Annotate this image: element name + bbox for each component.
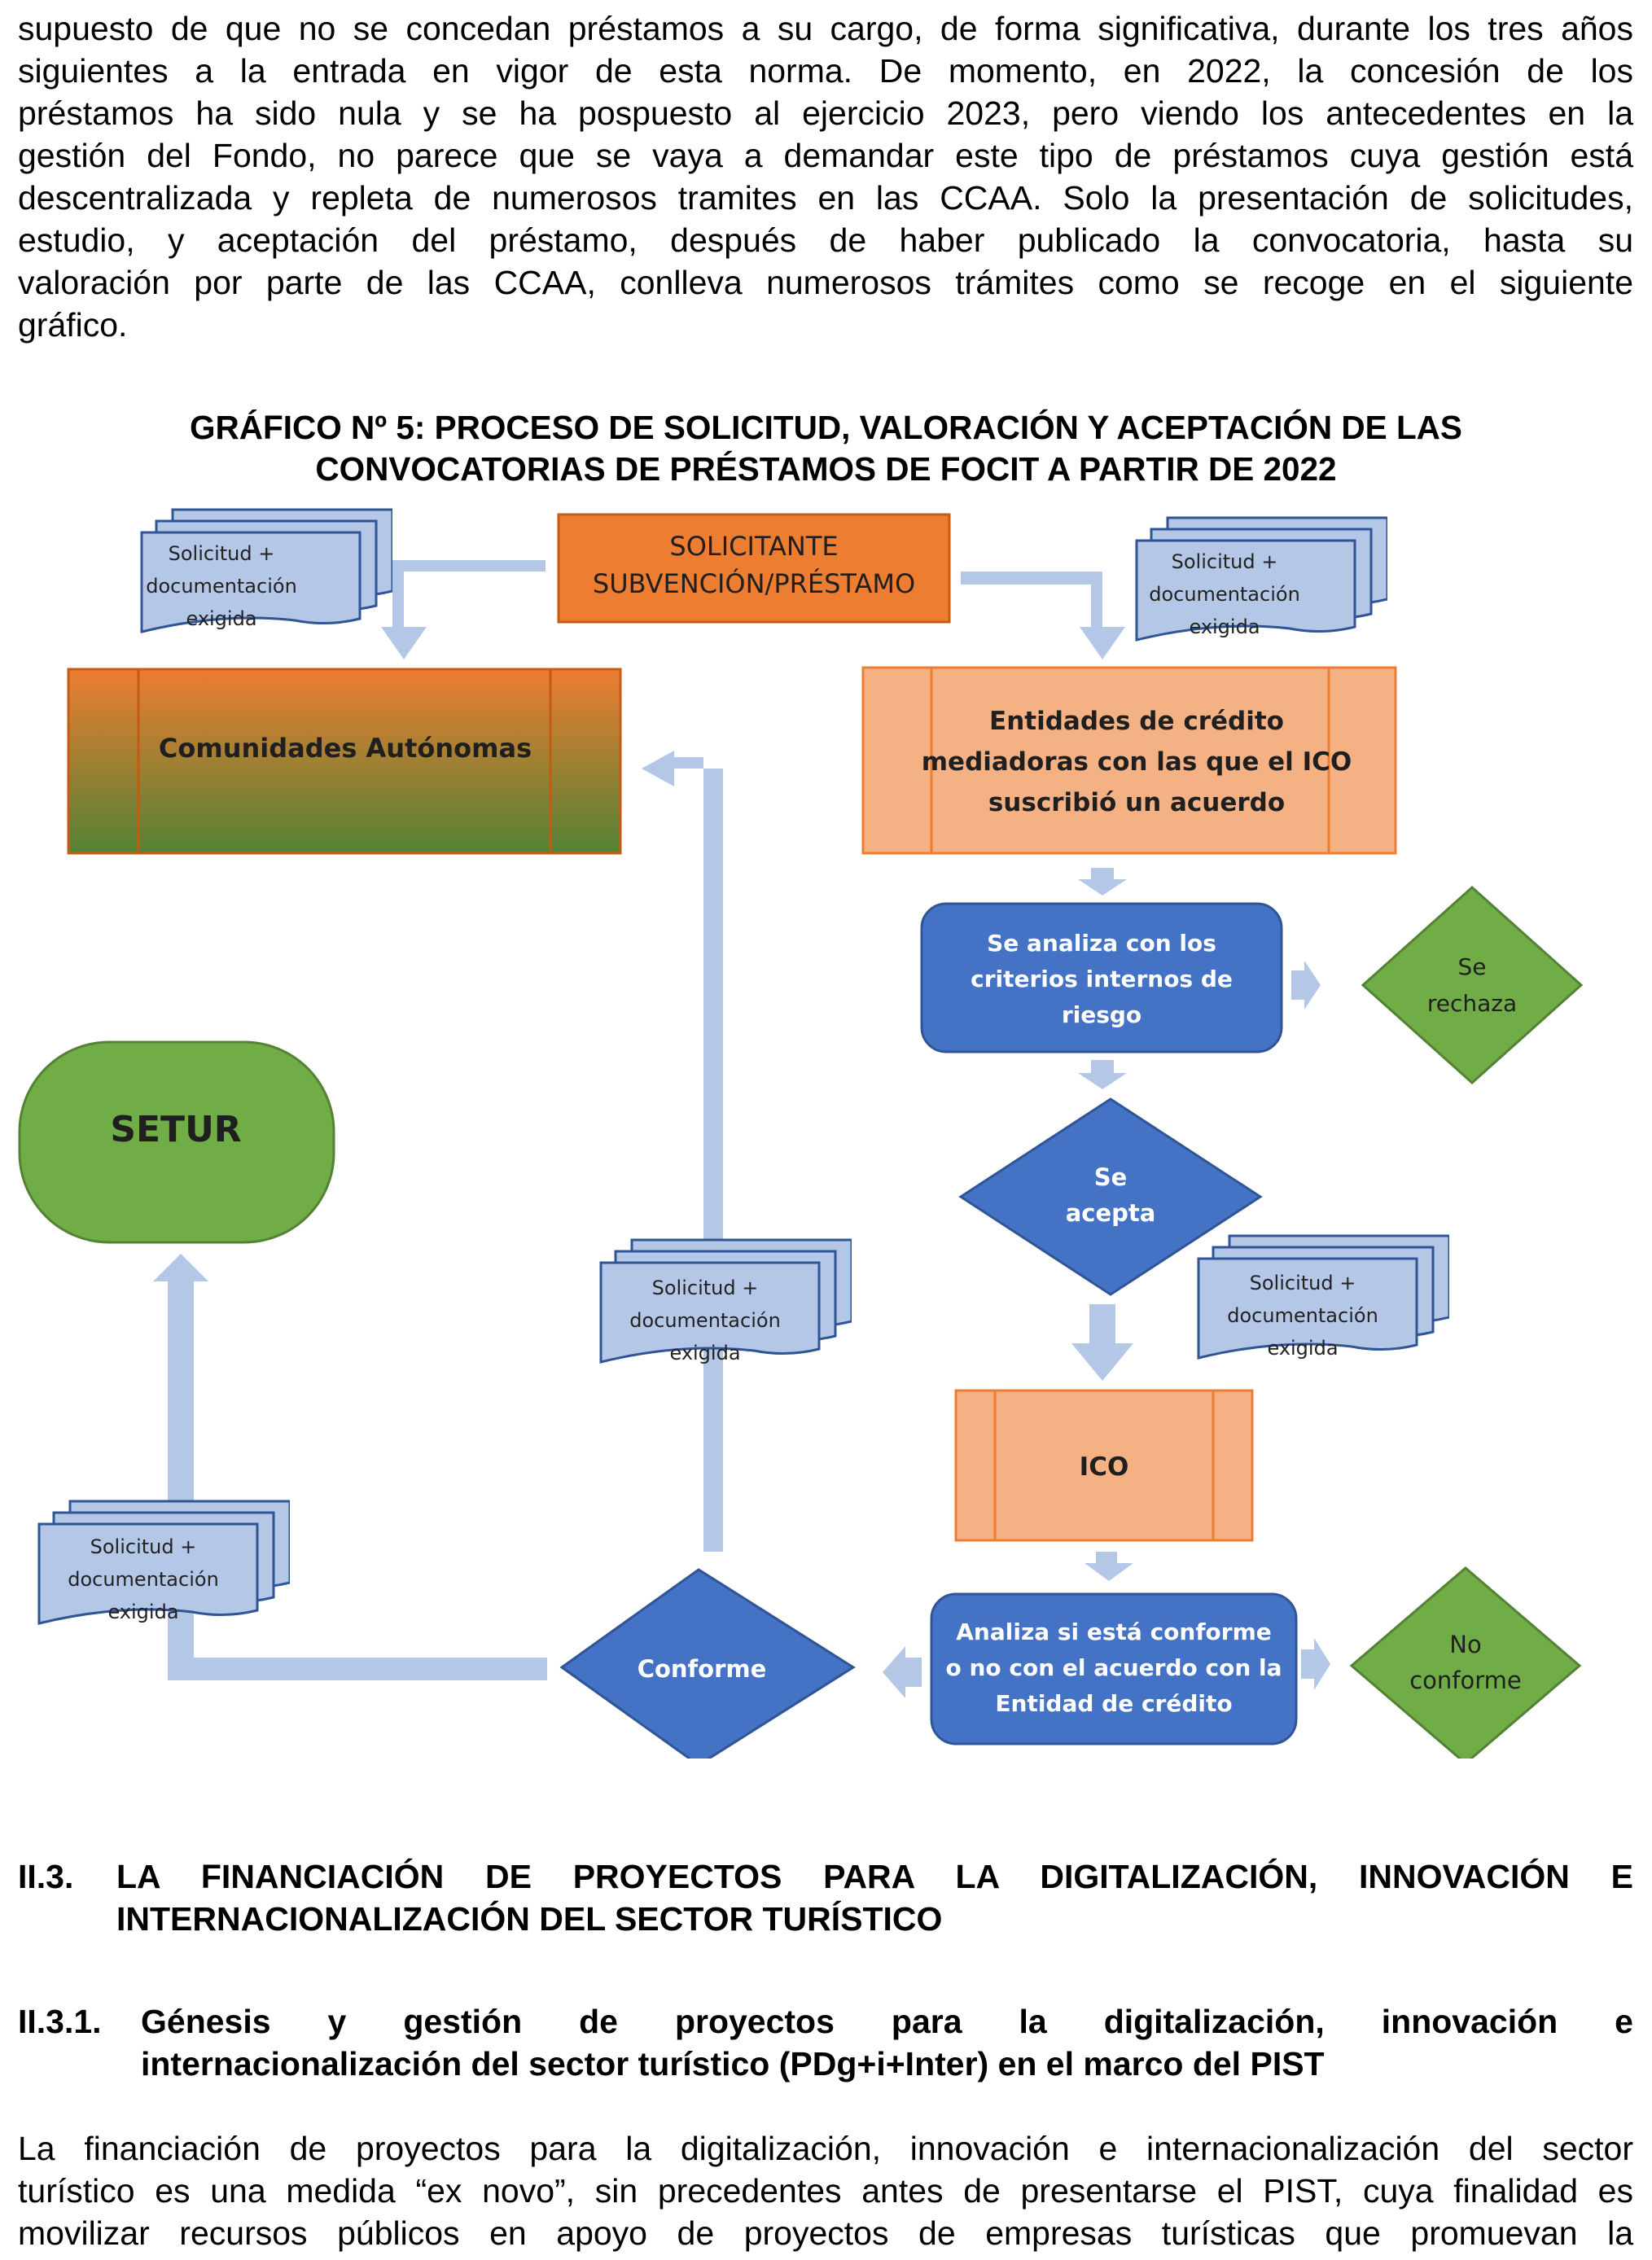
body-line: movilizar recursos públicos en apoyo de … [18,2214,1633,2252]
intro-line: préstamos ha sido nula y se ha pospuesto… [18,94,1633,132]
intro-line: descentralizada y repleta de numerosos t… [18,179,1633,217]
acepta-line1: Se [1094,1163,1128,1191]
doc-stack-right: Solicitud + documentación exigida [1197,1234,1449,1360]
rechaza-line1: Se [1458,953,1487,980]
intro-line: siguientes a la entrada en vigor de esta… [18,52,1633,90]
analiza-conforme-line3: Entidad de crédito [995,1690,1232,1717]
section-title-line: internacionalización del sector turístic… [141,2045,1325,2083]
analiza-riesgo-line2: criterios internos de [971,966,1233,992]
doc-text: documentación [1149,583,1300,606]
doc-text: exigida [186,607,256,630]
solicitante-label-line2: SUBVENCIÓN/PRÉSTAMO [593,567,915,599]
section-number: II.3.1. [18,2003,102,2040]
doc-stack-bottom-left: Solicitud + documentación exigida [37,1500,290,1625]
body-line: La financiación de proyectos para la dig… [18,2130,1633,2167]
connector-arrows [153,560,1330,1698]
analiza-conforme-line1: Analiza si está conforme [956,1618,1272,1645]
analiza-conforme-line2: o no con el acuerdo con la [945,1654,1282,1681]
noconforme-diamond: No conforme [1349,1566,1582,1759]
ccaa-box: Comunidades Autónomas [67,668,622,855]
doc-text: exigida [107,1601,178,1623]
entidades-label-line1: Entidades de crédito [989,707,1284,736]
solicitante-label-line1: SOLICITANTE [669,531,838,562]
arrow-down-2 [1078,1060,1127,1089]
doc-stack-top-left: Solicitud + documentación exigida [140,508,392,633]
section-title-line: LA FINANCIACIÓN DE PROYECTOS PARA LA DIG… [116,1858,1633,1895]
arrow-right-noconforme [1301,1638,1330,1690]
body-line: turístico es una medida “ex novo”, sin p… [18,2172,1633,2210]
analiza-conforme-box: Analiza si está conforme o no con el acu… [930,1592,1298,1745]
ico-label: ICO [1080,1452,1129,1482]
doc-text: documentación [629,1309,781,1332]
setur-terminator: SETUR [18,1040,335,1244]
doc-text: Solicitud + [1172,550,1278,573]
doc-text: documentación [1227,1304,1378,1327]
arrow-conforme-to-ccaa [642,751,723,1552]
figure-title-line: CONVOCATORIAS DE PRÉSTAMOS DE FOCIT A PA… [315,450,1337,488]
noconforme-line1: No [1449,1631,1481,1658]
doc-stack-middle: Solicitud + documentación exigida [599,1238,852,1364]
entidades-label-line2: mediadoras con las que el ICO [922,747,1352,777]
entidades-box: Entidades de crédito mediadoras con las … [861,666,1397,855]
rechaza-diamond: Se rechaza [1361,885,1584,1085]
entidades-label-line3: suscribió un acuerdo [988,788,1285,817]
acepta-diamond: Se acepta [958,1097,1263,1296]
figure-title-line: GRÁFICO Nº 5: PROCESO DE SOLICITUD, VALO… [190,409,1462,446]
intro-line: supuesto de que no se concedan préstamos… [18,10,1633,47]
doc-stack-top-right: Solicitud + documentación exigida [1135,516,1387,642]
analiza-riesgo-line3: riesgo [1062,1001,1142,1028]
flow-diagram: SOLICITANTE SUBVENCIÓN/PRÉSTAMO Solicitu… [18,508,1584,1759]
doc-text: documentación [68,1568,219,1591]
doc-text: exigida [1267,1337,1338,1360]
section-title-line: INTERNACIONALIZACIÓN DEL SECTOR TURÍSTIC… [116,1900,943,1938]
arrow-to-ccaa [381,560,546,659]
ccaa-label: Comunidades Autónomas [159,733,532,764]
acepta-line2: acepta [1066,1199,1156,1227]
doc-text: Solicitud + [90,1535,197,1558]
ico-box: ICO [954,1389,1254,1542]
setur-label: SETUR [110,1109,241,1150]
doc-text: exigida [669,1342,740,1364]
conforme-diamond: Conforme [559,1568,856,1759]
doc-text: documentación [146,575,297,598]
intro-line: gráfico. [18,306,128,344]
section-number: II.3. [18,1858,74,1895]
doc-text: Solicitud + [652,1277,759,1299]
analiza-riesgo-box: Se analiza con los criterios internos de… [920,902,1283,1053]
figure-title: GRÁFICO Nº 5: PROCESO DE SOLICITUD, VALO… [0,407,1652,490]
section-title-line: Génesis y gestión de proyectos para la d… [141,2003,1633,2040]
arrow-conforme-to-setur [153,1254,547,1680]
conforme-label: Conforme [638,1655,767,1683]
intro-line: gestión del Fondo, no parece que se vaya… [18,137,1633,174]
arrow-right-rechaza [1291,961,1321,1010]
doc-text: Solicitud + [169,542,275,565]
doc-text: Solicitud + [1250,1272,1356,1294]
doc-text: exigida [1189,615,1260,638]
noconforme-line2: conforme [1409,1667,1522,1694]
intro-line: valoración por parte de las CCAA, conlle… [18,264,1633,301]
arrow-down-1 [1078,868,1127,896]
rechaza-line2: rechaza [1427,990,1517,1017]
solicitante-box: SOLICITANTE SUBVENCIÓN/PRÉSTAMO [557,513,951,624]
arrow-left-conforme [883,1646,922,1698]
intro-line: estudio, y aceptación del préstamo, desp… [18,221,1633,259]
analiza-riesgo-line1: Se analiza con los [987,930,1216,957]
arrow-to-entidades [961,572,1125,659]
arrow-down-3 [1071,1304,1133,1381]
arrow-down-4 [1085,1552,1133,1581]
